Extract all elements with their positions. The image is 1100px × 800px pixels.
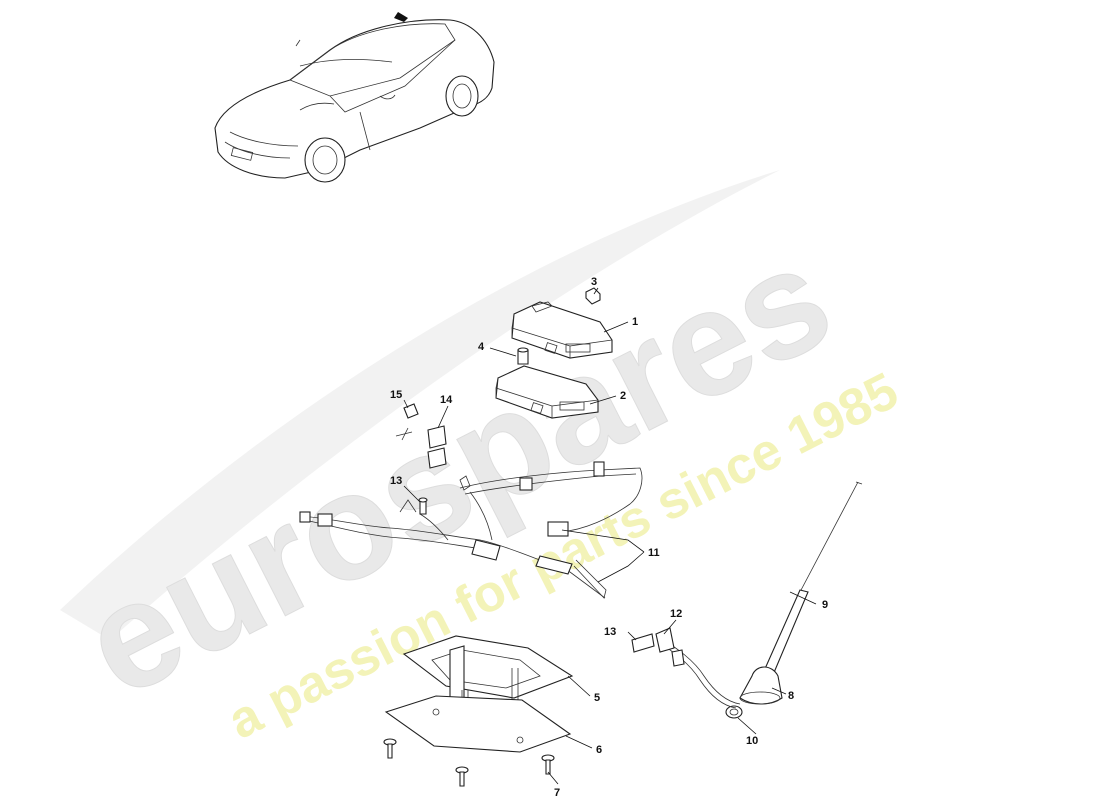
leader-lines: [403, 287, 817, 785]
callout-14: 14: [440, 394, 453, 406]
part-11-harness: [299, 461, 643, 599]
part-4-cylinder: [517, 347, 529, 365]
part-3-clip: [585, 287, 601, 305]
callout-15: 15: [390, 389, 402, 401]
callout-13-left: 13: [390, 475, 402, 487]
part-14-connector: [427, 425, 447, 469]
antenna-location-marker: [394, 12, 408, 22]
part-13-bracket-right: [631, 633, 655, 653]
callout-9: 9: [822, 599, 828, 611]
callout-11: 11: [648, 547, 660, 559]
part-12-cable: [655, 627, 741, 709]
part-1-module: [511, 301, 613, 359]
callout-12: 12: [670, 608, 682, 620]
callout-6: 6: [596, 744, 602, 756]
callout-1: 1: [632, 316, 638, 328]
car-overview-illustration: [214, 12, 495, 183]
callout-10: 10: [746, 735, 758, 747]
part-7-bolts: [383, 738, 555, 787]
callout-4: 4: [478, 341, 485, 353]
callout-2: 2: [620, 390, 626, 402]
part-6-plate: [384, 695, 572, 753]
callout-13-right: 13: [604, 626, 616, 638]
callout-7: 7: [554, 787, 560, 799]
callout-8: 8: [788, 690, 794, 702]
part-13-bolt-left: [418, 497, 428, 515]
watermark-swoosh: [60, 170, 780, 640]
part-2-module: [495, 365, 599, 419]
part-9-antenna-mast: [759, 481, 863, 683]
callout-5: 5: [594, 692, 600, 704]
part-8-antenna-base: [739, 666, 783, 705]
callout-3: 3: [591, 276, 597, 288]
callout-labels: 3 1 4 2 15 14 13 11 9 12 13 8 5 10 6 7: [390, 276, 828, 799]
part-10-nut: [725, 705, 743, 719]
